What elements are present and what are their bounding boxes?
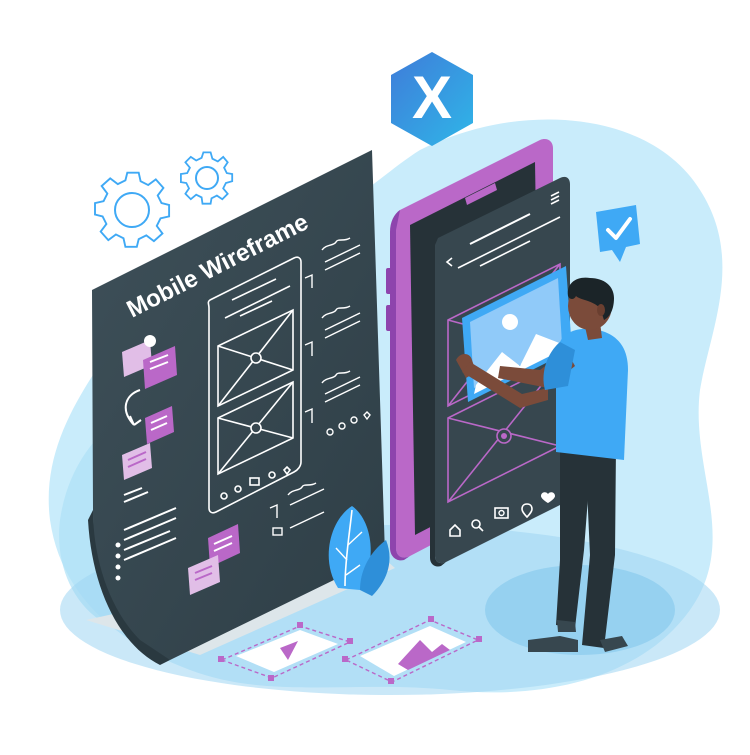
play-icon bbox=[218, 622, 353, 681]
person bbox=[456, 277, 628, 652]
curved-arrow-icon bbox=[124, 389, 142, 426]
home-icon bbox=[449, 523, 461, 537]
bullet-list bbox=[115, 542, 121, 581]
search-icon bbox=[471, 519, 484, 532]
menu-icon bbox=[550, 191, 560, 205]
wireframe-board: Mobile Wireframe bbox=[86, 150, 395, 665]
text-lines bbox=[123, 487, 177, 561]
leaf-icon bbox=[328, 506, 390, 596]
x-hexagon-logo-icon: X bbox=[391, 52, 473, 146]
phone-wireframe-sketch bbox=[207, 256, 302, 514]
gear-icon bbox=[94, 171, 171, 248]
check-icon bbox=[596, 205, 640, 262]
gear-icon bbox=[179, 151, 234, 205]
sticky-note-group bbox=[122, 335, 177, 389]
camera-icon bbox=[494, 507, 509, 519]
heart-icon bbox=[541, 492, 555, 503]
chevron-left-icon bbox=[445, 257, 453, 267]
location-pin-icon bbox=[521, 503, 533, 519]
image-icon bbox=[342, 616, 482, 684]
sticky-note-group bbox=[188, 524, 240, 595]
annotation-notes bbox=[269, 237, 371, 536]
logo-glyph: X bbox=[412, 64, 452, 131]
camera-icon bbox=[496, 428, 512, 444]
sticky-note-group bbox=[122, 406, 174, 480]
